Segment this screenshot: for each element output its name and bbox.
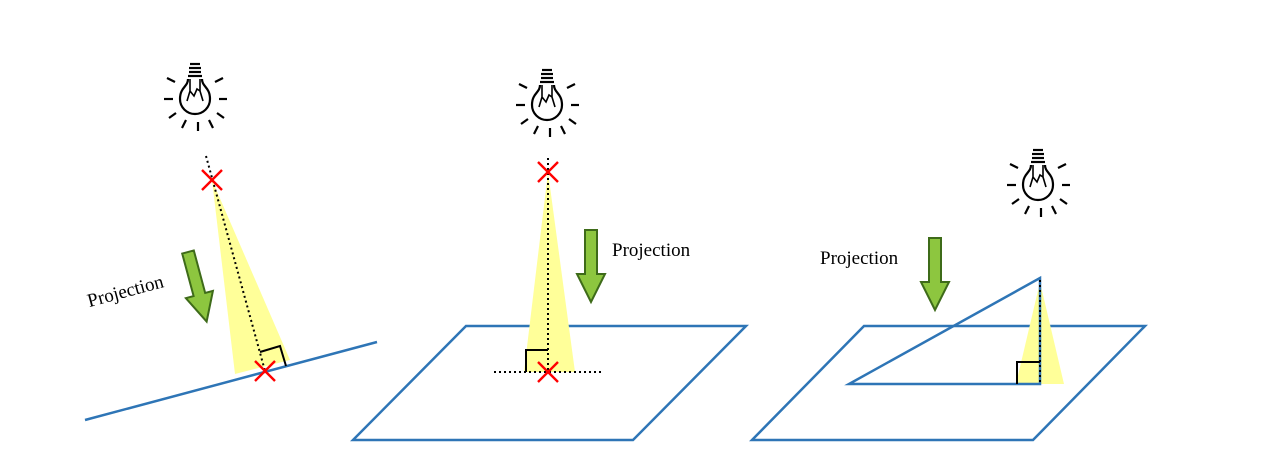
projection-label: Projection <box>612 240 691 261</box>
projection-arrow-icon <box>173 247 222 327</box>
inclined-triangle <box>844 275 1042 386</box>
panel-horizontal-plane: Projection <box>350 68 749 442</box>
projection-ray <box>205 155 266 372</box>
projection-label: Projection <box>820 248 899 269</box>
target-plane <box>749 324 1148 442</box>
right-angle-marker <box>259 344 287 367</box>
projection-label: Projection <box>85 271 166 312</box>
light-bulb-icon <box>162 62 229 133</box>
projection-arrow-icon <box>920 237 950 311</box>
light-beam <box>212 180 290 374</box>
target-plane <box>350 324 749 442</box>
projection-arrow-icon <box>576 229 606 303</box>
light-bulb-icon <box>514 68 581 139</box>
light-bulb-icon <box>1005 148 1072 219</box>
panel-oblique-line: Projection <box>84 62 378 422</box>
light-beam <box>524 172 575 372</box>
right-angle-marker <box>1016 361 1040 384</box>
target-line <box>84 340 378 422</box>
panel-inclined-plane: Projection <box>749 148 1148 442</box>
right-angle-marker <box>525 349 548 372</box>
source-point-marker <box>200 168 224 192</box>
